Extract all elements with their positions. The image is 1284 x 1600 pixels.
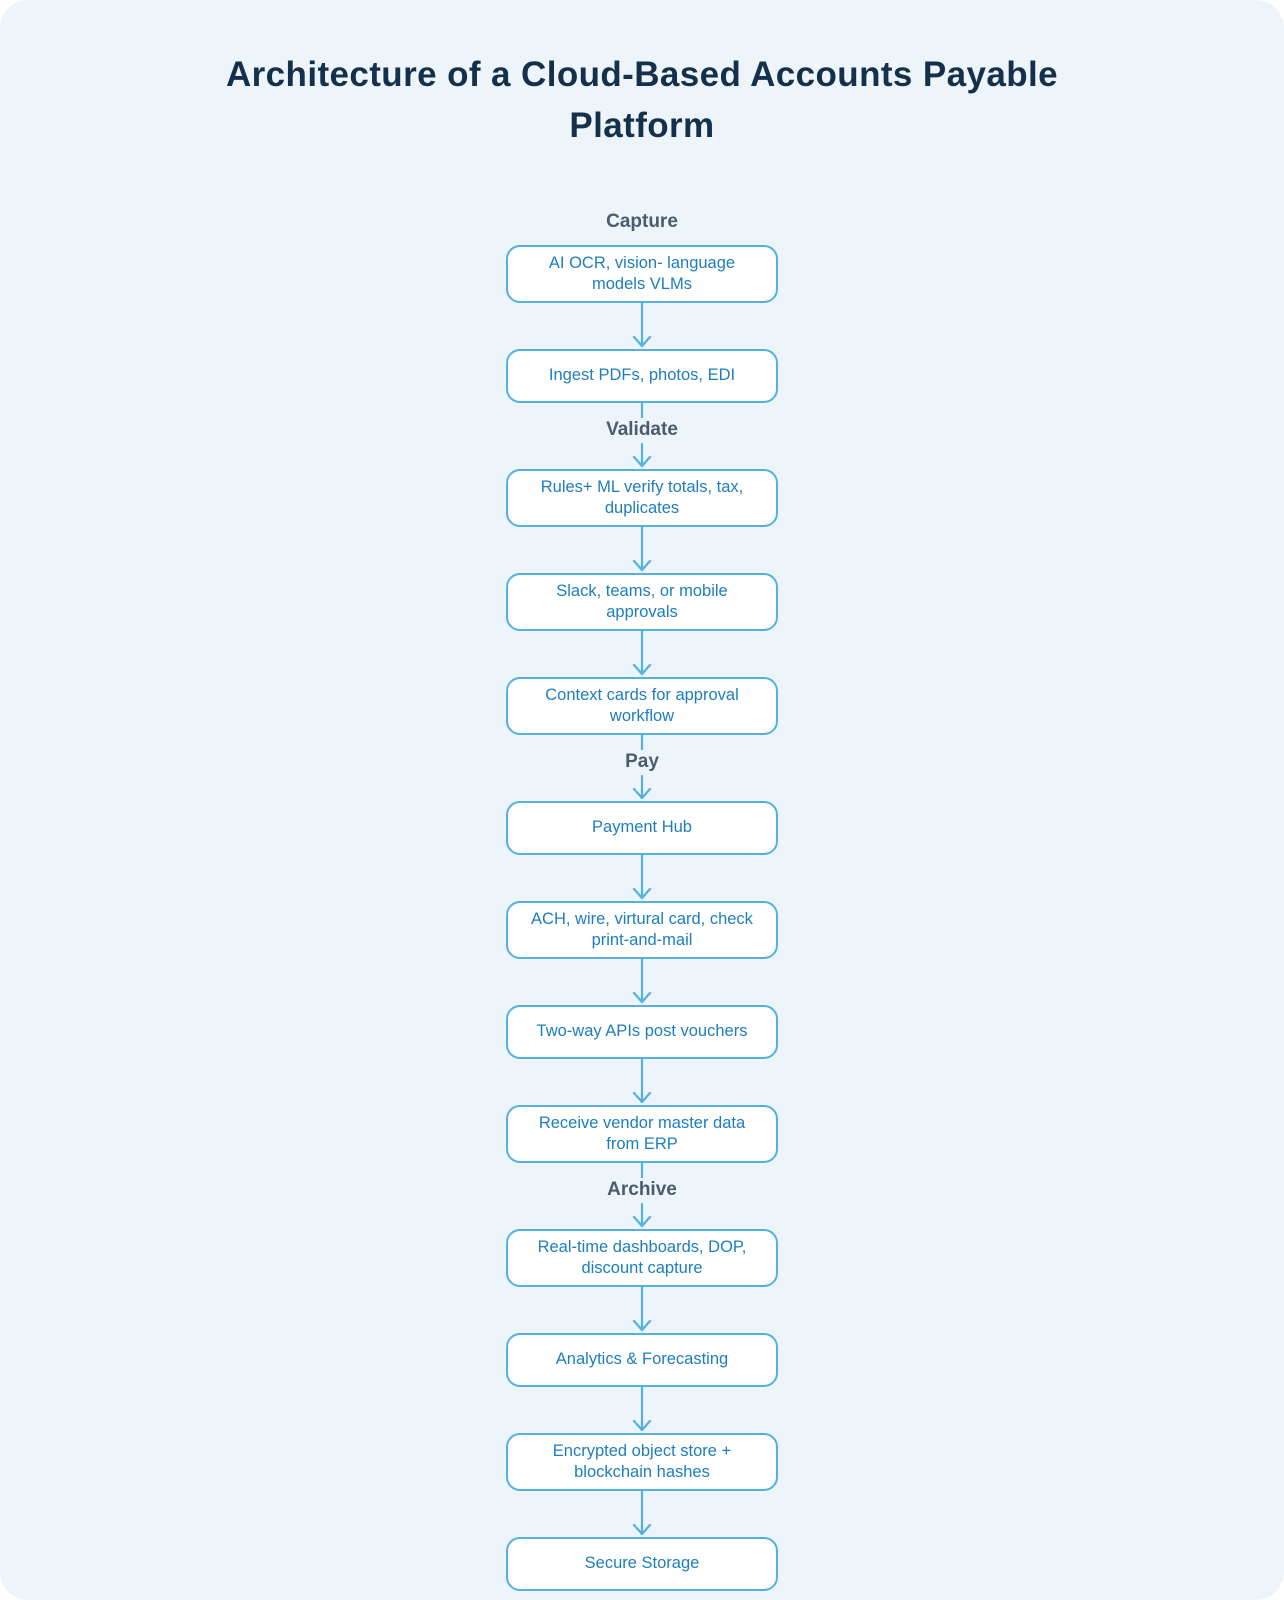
flow-connector-line <box>640 734 644 750</box>
node-encrypted-object-store-blockchain: Encrypted object store + blockchain hash… <box>506 1432 778 1491</box>
node-two-way-apis-post-vouchers: Two-way APIs post vouchers <box>506 1004 778 1059</box>
node-rules-ml-verify: Rules+ ML verify totals, tax, duplicates <box>506 468 778 527</box>
node-ingest-pdfs-photos-edi: Ingest PDFs, photos, EDI <box>506 348 778 403</box>
section-label-validate: Validate <box>606 418 678 440</box>
node-context-cards-approval-workflow: Context cards for approval workflow <box>506 676 778 735</box>
flow-arrow-icon <box>632 526 652 571</box>
flow-arrow-icon <box>632 1386 652 1431</box>
flow-arrow-icon <box>632 1286 652 1331</box>
node-label: Analytics & Forecasting <box>555 1350 729 1368</box>
node-label: Secure Storage <box>584 1554 700 1572</box>
node-secure-storage: Secure Storage <box>506 1536 778 1591</box>
flow-arrow-icon <box>632 1058 652 1103</box>
node-label: Encrypted object store + blockchain hash… <box>552 1441 732 1481</box>
node-label: Slack, teams, or mobile approvals <box>556 581 728 621</box>
node-ai-ocr-vlms: AI OCR, vision- language models VLMs <box>506 244 778 303</box>
node-receive-vendor-master-data: Receive vendor master data from ERP <box>506 1104 778 1163</box>
node-payment-hub: Payment Hub <box>506 800 778 855</box>
flow-arrow-icon <box>632 630 652 675</box>
node-label: Payment Hub <box>592 818 692 836</box>
flow-arrow-icon <box>632 1202 652 1227</box>
flow-arrow-icon <box>632 854 652 899</box>
flow-arrow-icon <box>632 442 652 467</box>
flow-connector-line <box>640 402 644 418</box>
flow-arrow-icon <box>632 302 652 347</box>
node-realtime-dashboards-dop: Real-time dashboards, DOP, discount capt… <box>506 1228 778 1287</box>
flow-arrow-icon <box>632 774 652 799</box>
section-label-archive: Archive <box>607 1178 677 1200</box>
node-label: ACH, wire, virtural card, check print-an… <box>531 909 753 949</box>
flow-connector-line <box>640 1162 644 1178</box>
diagram-title: Architecture of a Cloud-Based Accounts P… <box>225 55 1058 145</box>
node-label: Receive vendor master data from ERP <box>538 1113 746 1153</box>
node-ach-wire-virtual-card-check: ACH, wire, virtural card, check print-an… <box>506 900 778 959</box>
node-label: Context cards for approval workflow <box>545 685 739 725</box>
node-label: Ingest PDFs, photos, EDI <box>548 366 736 384</box>
node-label: Real-time dashboards, DOP, discount capt… <box>537 1237 747 1277</box>
node-label: Rules+ ML verify totals, tax, duplicates <box>540 477 744 517</box>
node-slack-teams-mobile-approvals: Slack, teams, or mobile approvals <box>506 572 778 631</box>
section-label-pay: Pay <box>625 750 659 772</box>
flow-arrow-icon <box>632 958 652 1003</box>
node-label: Two-way APIs post vouchers <box>536 1022 748 1040</box>
section-label-capture: Capture <box>606 210 678 232</box>
flow-arrow-icon <box>632 1490 652 1535</box>
flowchart: Capture AI OCR, vision- language models … <box>0 210 1284 1591</box>
node-analytics-forecasting: Analytics & Forecasting <box>506 1332 778 1387</box>
node-label: AI OCR, vision- language models VLMs <box>548 253 736 293</box>
